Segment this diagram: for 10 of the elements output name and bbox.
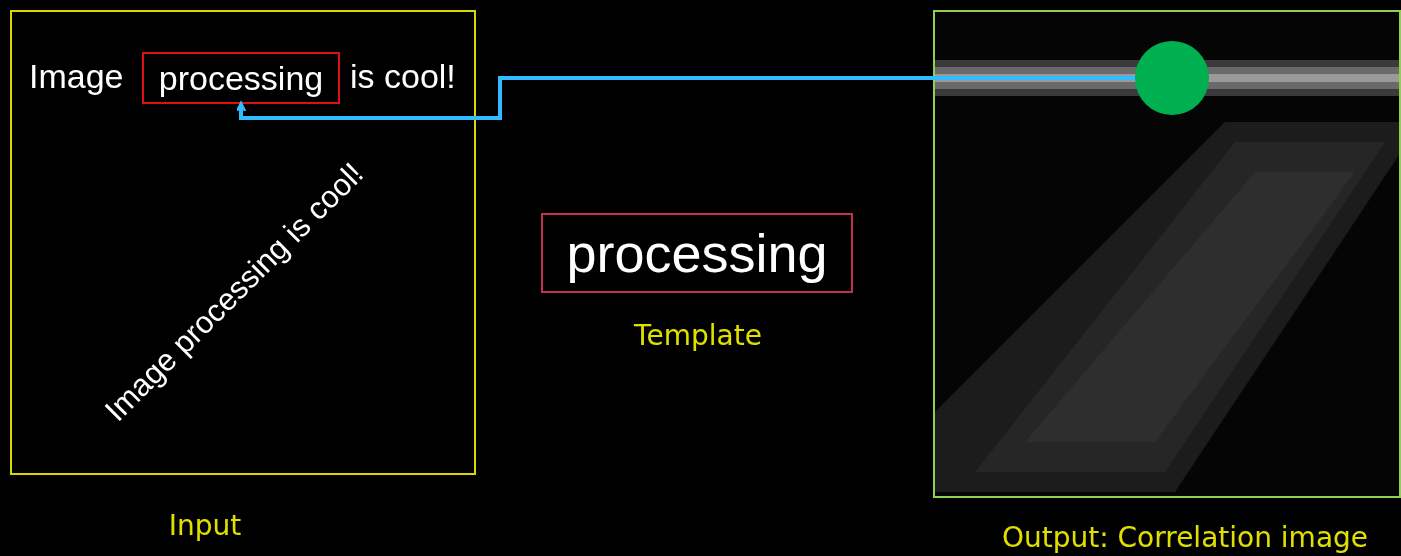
node-label: Template bbox=[634, 322, 762, 350]
template-box bbox=[541, 213, 853, 293]
match-box bbox=[142, 52, 340, 104]
phrase: is cool! bbox=[350, 59, 456, 93]
word: processing bbox=[158, 61, 324, 95]
arrow bbox=[235, 76, 1135, 120]
node-label: Input bbox=[168, 512, 242, 540]
word: Image bbox=[29, 59, 124, 93]
image-frame bbox=[10, 10, 476, 475]
node-label: Output: Correlation image bbox=[1001, 524, 1369, 552]
